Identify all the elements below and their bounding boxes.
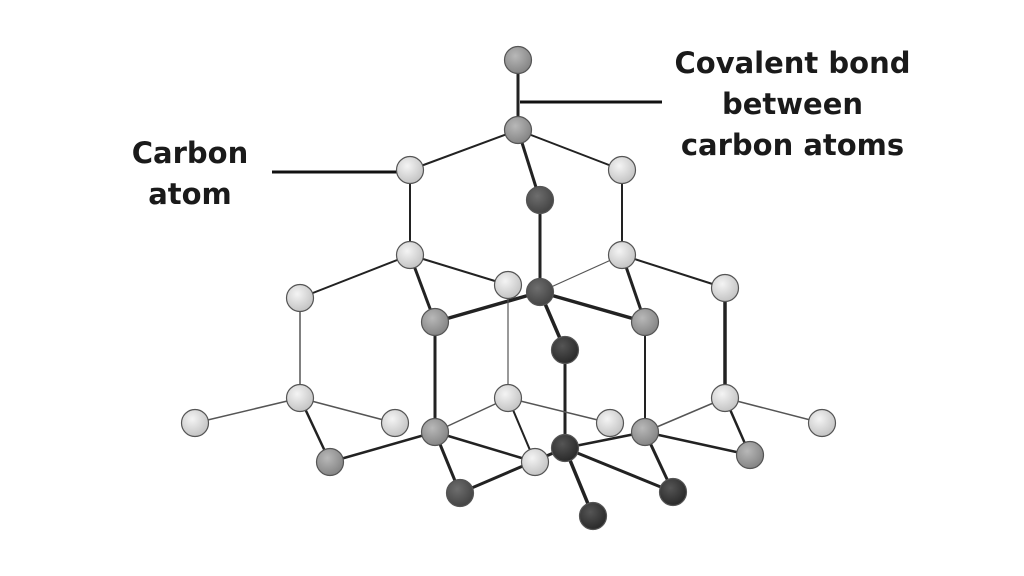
carbon-atom bbox=[503, 45, 533, 75]
carbon-atom bbox=[520, 447, 550, 477]
carbon-atom bbox=[180, 408, 210, 438]
carbon-atom bbox=[607, 240, 637, 270]
carbon-atom bbox=[420, 307, 450, 337]
carbon-atom bbox=[315, 447, 345, 477]
covalent-bond bbox=[539, 290, 646, 324]
carbon-atom-label-line: atom bbox=[148, 177, 232, 211]
carbon-atom bbox=[710, 273, 740, 303]
carbon-atom bbox=[525, 185, 555, 215]
carbon-atom bbox=[395, 155, 425, 185]
covalent-bond bbox=[299, 254, 411, 299]
carbon-atom bbox=[550, 335, 580, 365]
carbon-atom bbox=[630, 307, 660, 337]
covalent-bond bbox=[621, 254, 726, 289]
carbon-atom bbox=[658, 477, 688, 507]
carbon-atom bbox=[395, 240, 425, 270]
covalent-bond-label-line: between bbox=[721, 87, 864, 121]
carbon-atom bbox=[445, 478, 475, 508]
covalent-bond bbox=[194, 397, 301, 424]
covalent-bond bbox=[517, 129, 623, 171]
carbon-atom bbox=[595, 408, 625, 438]
carbon-atom-label: Carbon atom bbox=[110, 133, 270, 215]
covalent-bond bbox=[644, 430, 751, 457]
carbon-atom bbox=[285, 283, 315, 313]
covalent-bond bbox=[644, 397, 726, 433]
carbon-atom bbox=[285, 383, 315, 413]
carbon-atom bbox=[630, 417, 660, 447]
carbon-atom bbox=[503, 115, 533, 145]
covalent-bond bbox=[724, 397, 823, 424]
covalent-bond bbox=[434, 290, 541, 324]
covalent-bond-label: Covalent bond between carbon atoms bbox=[660, 43, 925, 166]
carbon-atom bbox=[807, 408, 837, 438]
carbon-atom bbox=[607, 155, 637, 185]
covalent-bond bbox=[409, 254, 509, 286]
carbon-atom bbox=[380, 408, 410, 438]
covalent-bond-label-line: carbon atoms bbox=[680, 128, 905, 162]
covalent-bond bbox=[434, 430, 536, 464]
covalent-bond bbox=[409, 129, 519, 171]
carbon-atom bbox=[420, 417, 450, 447]
covalent-bond bbox=[539, 254, 623, 293]
carbon-atom bbox=[735, 440, 765, 470]
covalent-bond bbox=[329, 430, 436, 464]
carbon-atom bbox=[578, 501, 608, 531]
carbon-atom bbox=[525, 277, 555, 307]
carbon-atom bbox=[550, 433, 580, 463]
carbon-atom bbox=[493, 383, 523, 413]
covalent-bond bbox=[507, 397, 611, 424]
covalent-bond bbox=[564, 446, 674, 494]
carbon-atom bbox=[493, 270, 523, 300]
carbon-atom bbox=[710, 383, 740, 413]
covalent-bond bbox=[299, 397, 396, 424]
carbon-atom-label-line: Carbon bbox=[131, 136, 249, 170]
covalent-bond-label-line: Covalent bond bbox=[674, 46, 911, 80]
